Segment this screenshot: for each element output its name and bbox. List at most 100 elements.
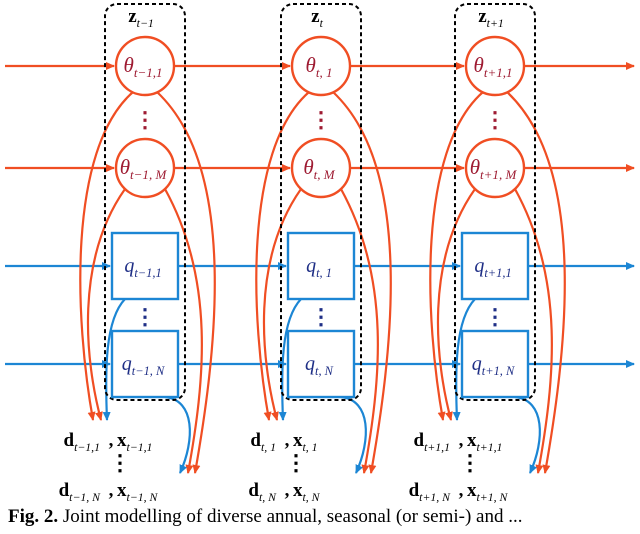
q-last-label-2: qt+1, N <box>472 353 515 378</box>
out-vdots-2: ⋮ <box>459 450 481 475</box>
z-label-1-subscript: t <box>320 17 324 30</box>
theta-first-label-1-base: θ <box>306 53 316 77</box>
z-label-1-base: z <box>311 6 320 27</box>
q-first-to-out1-1 <box>278 298 302 421</box>
plate-0 <box>104 3 186 401</box>
out1-d-label-0: dt−1,1 <box>64 430 101 454</box>
q-vdots-1: ⋮ <box>310 304 332 329</box>
outN-x-label-0-base: x <box>117 480 127 501</box>
theta-vdots-0: ⋮ <box>134 107 156 132</box>
z-label-2-subscript: t+1 <box>487 17 504 30</box>
out-vdots-0: ⋮ <box>109 450 131 475</box>
theta-first-to-outN-1 <box>332 91 392 474</box>
theta-first-to-outN-2 <box>506 91 566 474</box>
q-vdots-0: ⋮ <box>134 304 156 329</box>
outN-d-label-0: dt−1, N <box>59 480 102 504</box>
theta-last-node-0 <box>114 137 176 199</box>
out1-d-label-2-subscript: t+1,1 <box>424 441 450 454</box>
q-last-label-2-subscript: t+1, N <box>482 364 515 378</box>
theta-vdots-2: ⋮ <box>484 107 506 132</box>
outN-comma-0: , <box>109 480 114 501</box>
theta-last-to-outN-1 <box>340 188 379 474</box>
z-label-2: zt+1 <box>478 6 504 30</box>
theta-first-label-2-base: θ <box>474 53 484 77</box>
theta-first-label-0: θt−1,1 <box>124 53 163 80</box>
q-last-label-1: qt, N <box>305 353 334 378</box>
q-first-label-0-subscript: t−1,1 <box>134 266 161 280</box>
out1-comma-1: , <box>285 430 290 451</box>
theta-last-node-1 <box>290 137 352 199</box>
theta-last-to-out1-2 <box>436 188 476 421</box>
q-first-node-0 <box>110 231 180 301</box>
outN-x-label-2: xt+1, N <box>467 480 508 504</box>
q-first-label-2-base: q <box>474 255 484 277</box>
theta-first-node-0 <box>114 35 176 97</box>
out1-x-label-1-subscript: t, 1 <box>303 441 318 454</box>
outN-d-label-2-base: d <box>409 480 420 501</box>
q-first-to-out1-0 <box>102 298 126 421</box>
q-last-to-outN-2 <box>514 395 541 474</box>
z-label-2-base: z <box>478 6 487 27</box>
outN-d-label-2-subscript: t+1, N <box>419 491 451 504</box>
figure-caption: Fig. 2. Joint modelling of diverse annua… <box>8 506 640 528</box>
theta-first-node-1 <box>290 35 352 97</box>
q-first-label-1: qt, 1 <box>306 255 332 280</box>
plate-1 <box>280 3 362 401</box>
q-last-to-outN-0 <box>164 395 191 474</box>
outN-x-label-1: xt, N <box>293 480 321 504</box>
outN-x-label-1-subscript: t, N <box>303 491 321 504</box>
q-last-label-0-base: q <box>122 353 132 375</box>
outN-x-label-0: xt−1, N <box>117 480 158 504</box>
theta-last-label-2: θt+1, M <box>470 155 518 182</box>
caption-label: Fig. 2. <box>8 506 59 527</box>
out1-x-label-1-base: x <box>293 430 303 451</box>
out1-d-label-2-base: d <box>414 430 425 451</box>
theta-first-label-0-base: θ <box>124 53 134 77</box>
theta-last-label-0-subscript: t−1, M <box>130 167 167 182</box>
z-label-0-subscript: t−1 <box>137 17 154 30</box>
out1-d-label-1: dt, 1 <box>250 430 276 454</box>
theta-last-to-outN-0 <box>164 188 203 474</box>
q-last-node-1 <box>286 329 356 399</box>
q-first-label-1-subscript: t, 1 <box>316 266 332 280</box>
theta-first-label-1-subscript: t, 1 <box>316 65 333 80</box>
q-first-label-1-base: q <box>306 255 316 277</box>
theta-last-label-2-subscript: t+1, M <box>480 167 517 182</box>
plate-2 <box>454 3 536 401</box>
q-first-to-out1-2 <box>452 298 476 421</box>
q-first-label-2-subscript: t+1,1 <box>484 266 511 280</box>
out1-x-label-1: xt, 1 <box>293 430 318 454</box>
outN-d-label-0-subscript: t−1, N <box>69 491 101 504</box>
theta-vdots-1: ⋮ <box>310 107 332 132</box>
outN-d-label-1: dt, N <box>248 480 277 504</box>
outN-d-label-0-base: d <box>59 480 70 501</box>
outN-d-label-2: dt+1, N <box>409 480 452 504</box>
theta-first-label-2-subscript: t+1,1 <box>484 65 513 80</box>
theta-last-label-2-base: θ <box>470 155 480 179</box>
theta-first-node-2 <box>464 35 526 97</box>
out1-d-label-0-subscript: t−1,1 <box>74 441 100 454</box>
outN-comma-2: , <box>459 480 464 501</box>
out1-x-label-2: xt+1,1 <box>467 430 502 454</box>
out1-x-label-2-subscript: t+1,1 <box>477 441 503 454</box>
labels-layer: zt−1θt−1,1θt−1, M⋮qt−1,1qt−1, N⋮dt−1,1,x… <box>59 6 518 504</box>
theta-last-label-1: θt, M <box>303 155 335 182</box>
outN-d-label-1-base: d <box>248 480 259 501</box>
out1-comma-0: , <box>109 430 114 451</box>
theta-first-to-out1-0 <box>79 91 134 421</box>
z-label-0-base: z <box>128 6 137 27</box>
q-last-label-1-base: q <box>305 353 315 375</box>
theta-last-to-out1-0 <box>86 188 126 421</box>
out1-d-label-1-base: d <box>250 430 261 451</box>
theta-first-to-out1-2 <box>429 91 484 421</box>
theta-first-label-0-subscript: t−1,1 <box>134 65 163 80</box>
q-last-label-1-subscript: t, N <box>315 364 334 378</box>
out1-d-label-2: dt+1,1 <box>414 430 451 454</box>
outN-d-label-1-subscript: t, N <box>259 491 277 504</box>
out1-x-label-2-base: x <box>467 430 477 451</box>
q-vdots-2: ⋮ <box>484 304 506 329</box>
theta-last-label-1-subscript: t, M <box>314 167 336 182</box>
outN-x-label-0-subscript: t−1, N <box>127 491 159 504</box>
theta-last-label-1-base: θ <box>303 155 313 179</box>
